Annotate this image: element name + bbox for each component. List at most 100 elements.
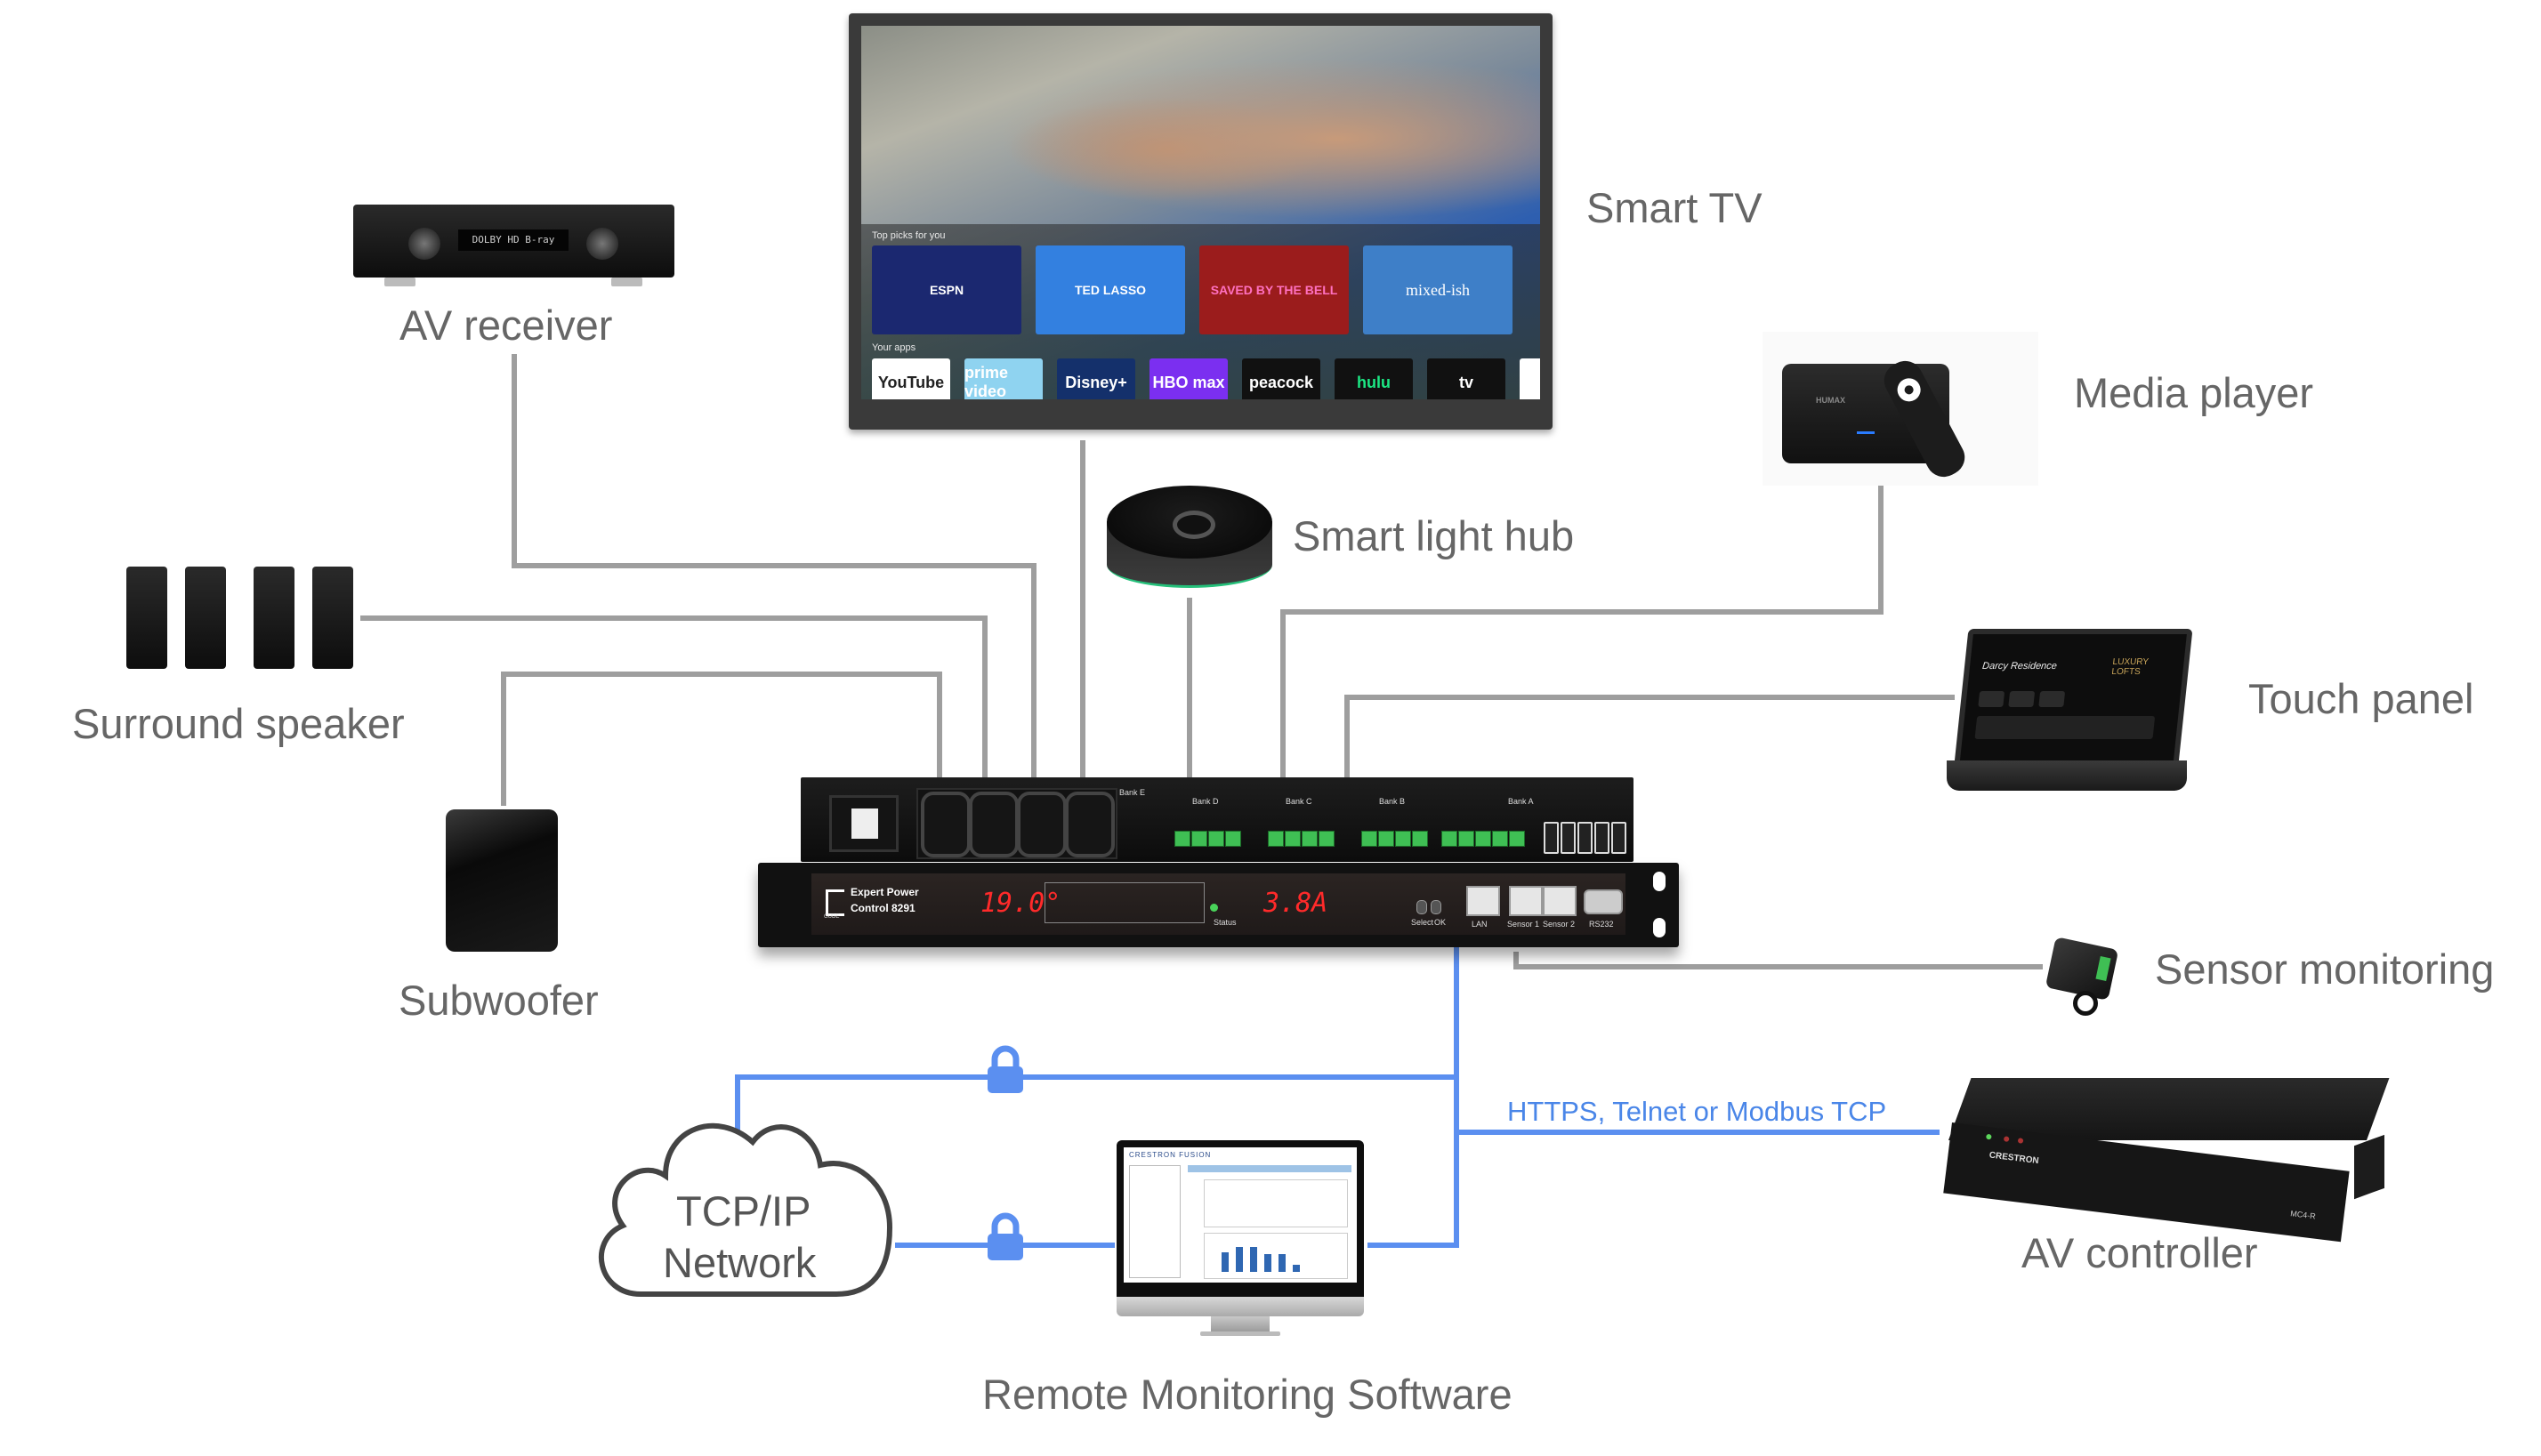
speaker-icon xyxy=(126,567,167,669)
usb-port-icon xyxy=(1594,822,1609,854)
tv-app-tile: f xyxy=(1520,358,1540,399)
ok-label: OK xyxy=(1434,918,1447,927)
label-subwoofer: Subwoofer xyxy=(399,977,599,1024)
terminal-block-icon xyxy=(1475,831,1491,847)
label-touch-panel: Touch panel xyxy=(2248,675,2474,722)
status-led-icon xyxy=(1210,904,1218,912)
bank-label: Bank C xyxy=(1286,797,1312,806)
label-av-receiver: AV receiver xyxy=(399,302,613,349)
av-controller-device: CRESTRON MC4-R xyxy=(1936,1069,2402,1243)
wire-surround-speaker xyxy=(360,615,988,777)
smart-light-hub-device xyxy=(1107,486,1272,596)
wire-subwoofer xyxy=(501,672,942,806)
terminal-block-icon xyxy=(1174,831,1190,847)
sensor1-port[interactable] xyxy=(1509,886,1543,916)
bank-label: Bank B xyxy=(1379,797,1406,806)
usb-port-icon xyxy=(1577,822,1593,854)
outlet-icon xyxy=(1065,792,1115,857)
bank-label: Bank D xyxy=(1192,797,1219,806)
speaker-icon xyxy=(312,567,353,669)
tv-screen: Top picks for you ESPN TED LASSO SAVED B… xyxy=(861,26,1540,399)
select-button[interactable] xyxy=(1416,900,1427,914)
port-label: Sensor 1 xyxy=(1507,920,1540,929)
tv-app-tile: Disney+ xyxy=(1057,358,1135,399)
label-network-line1: TCP/IP xyxy=(676,1187,811,1235)
pwr-led-icon xyxy=(1985,1133,1992,1140)
label-smart-tv: Smart TV xyxy=(1586,184,1763,231)
brand-label: GUDE xyxy=(824,914,840,920)
terminal-block-icon xyxy=(1225,831,1241,847)
label-smart-light-hub: Smart light hub xyxy=(1293,512,1575,559)
usb-port-icon xyxy=(1544,822,1559,854)
tv-app-tile: tv xyxy=(1427,358,1505,399)
usb-port-icon xyxy=(1561,822,1576,854)
current-display: 3.8A xyxy=(1263,888,1328,919)
wire-av-receiver xyxy=(512,354,1037,777)
terminal-block-icon xyxy=(1509,831,1525,847)
terminal-block-icon xyxy=(1458,831,1474,847)
lock-icon-upper xyxy=(988,1045,1023,1093)
power-controller-front: GUDE Expert Power Control 8291 19.0° 3.8… xyxy=(758,863,1679,947)
power-controller-rear: Bank E Bank D Bank C Bank B Bank A xyxy=(801,777,1634,862)
media-player-brand: HUMAX xyxy=(1816,396,1845,405)
protocol-label: HTTPS, Telnet or Modbus TCP xyxy=(1507,1096,1887,1127)
label-av-controller: AV controller xyxy=(2021,1229,2258,1276)
screen-app-title: CRESTRON FUSION xyxy=(1129,1151,1212,1159)
lan-port[interactable] xyxy=(1466,886,1500,916)
terminal-block-icon xyxy=(1378,831,1394,847)
smart-tv-device: Top picks for you ESPN TED LASSO SAVED B… xyxy=(849,13,1553,430)
power-inlet-icon xyxy=(829,795,899,852)
terminal-block-icon xyxy=(1268,831,1284,847)
ok-button[interactable] xyxy=(1431,900,1441,914)
gude-logo-icon xyxy=(826,889,844,916)
label-surround-speaker: Surround speaker xyxy=(72,700,405,747)
terminal-block-icon xyxy=(1492,831,1508,847)
bank-label: Bank A xyxy=(1508,797,1534,806)
terminal-block-icon xyxy=(1319,831,1335,847)
tv-pick-tile: SAVED BY THE BELL xyxy=(1199,245,1349,334)
label-sensor-monitoring: Sensor monitoring xyxy=(2155,945,2495,993)
terminal-block-icon xyxy=(1285,831,1301,847)
usb-port-icon xyxy=(1611,822,1626,854)
led-icon xyxy=(2003,1136,2010,1142)
select-label: Select xyxy=(1411,918,1434,927)
receiver-display: DOLBY HD B-ray xyxy=(458,229,569,251)
touch-panel-logo: LUXURY LOFTS xyxy=(2110,657,2150,677)
terminal-block-icon xyxy=(1395,831,1411,847)
cloud-icon xyxy=(599,1122,893,1297)
sensor-device xyxy=(2045,937,2125,1016)
terminal-block-icon xyxy=(1302,831,1318,847)
tv-app-tile: YouTube xyxy=(872,358,950,399)
av-controller-model: MC4-R xyxy=(2289,1209,2317,1221)
outlet-icon xyxy=(1017,792,1067,857)
rs232-port[interactable] xyxy=(1584,889,1623,914)
sensor2-port[interactable] xyxy=(1543,886,1577,916)
label-media-player: Media player xyxy=(2074,369,2314,416)
terminal-block-icon xyxy=(1191,831,1207,847)
label-remote-monitoring: Remote Monitoring Software xyxy=(982,1371,1512,1418)
tv-pick-tile: ESPN xyxy=(872,245,1021,334)
touch-panel-device: Darcy Residence LUXURY LOFTS xyxy=(1938,629,2196,794)
port-label: Sensor 2 xyxy=(1543,920,1576,929)
wire-touch-panel xyxy=(1344,695,1955,777)
label-network-line2: Network xyxy=(663,1239,817,1286)
port-label: LAN xyxy=(1472,920,1488,929)
terminal-block-icon xyxy=(1361,831,1377,847)
bank-status-panel xyxy=(1045,882,1205,923)
port-label: RS232 xyxy=(1589,920,1614,929)
tv-pick-tile: mixed-ish xyxy=(1363,245,1512,334)
wire-lan xyxy=(1367,947,1459,1248)
tv-pick-tile: TED LASSO xyxy=(1036,245,1185,334)
speaker-icon xyxy=(185,567,226,669)
monitoring-pc-device: CRESTRON FUSION xyxy=(1115,1137,1366,1337)
lock-icon-lower xyxy=(988,1212,1023,1260)
wire-media-player xyxy=(1280,486,1884,777)
av-controller-brand: CRESTRON xyxy=(1988,1150,2040,1167)
led-icon xyxy=(2017,1138,2024,1144)
speaker-icon xyxy=(254,567,294,669)
terminal-block-icon xyxy=(1441,831,1457,847)
tv-app-tile: hulu xyxy=(1335,358,1413,399)
subwoofer-device xyxy=(446,809,558,952)
bank-label: Bank E xyxy=(1119,788,1146,797)
